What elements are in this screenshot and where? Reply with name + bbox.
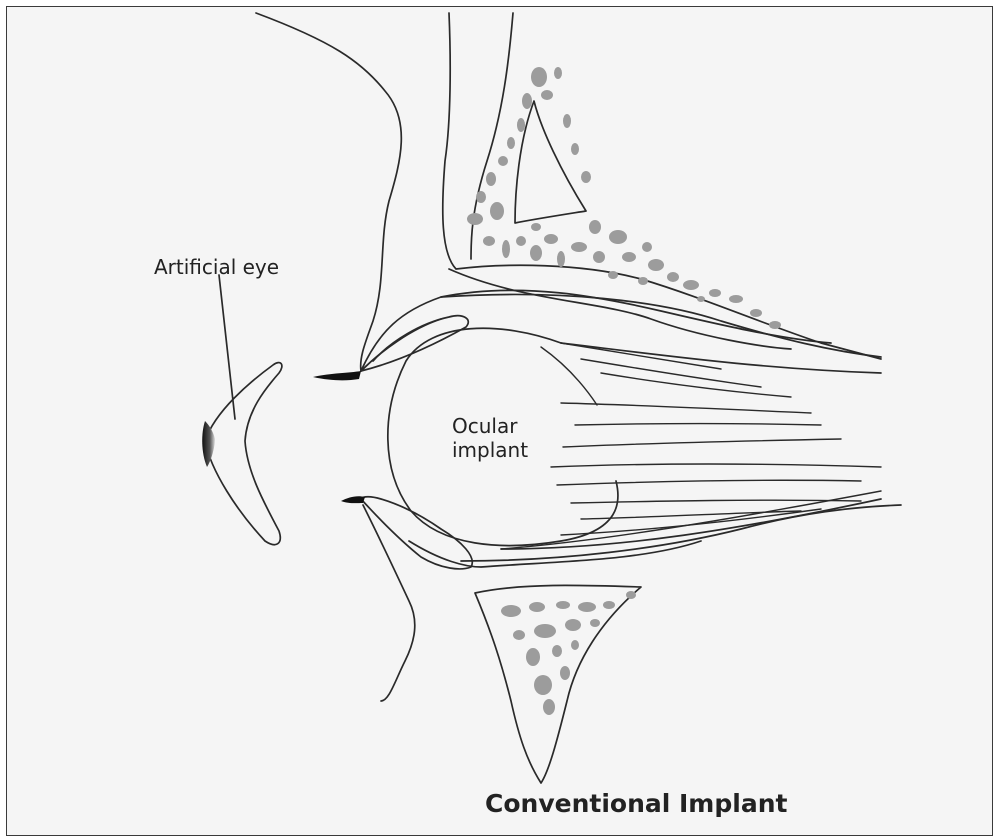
bone-pore	[622, 252, 636, 262]
bone-pore	[522, 93, 532, 109]
bone-pore	[534, 675, 552, 695]
iris-pupil-icon	[202, 421, 215, 467]
bone-pore	[697, 296, 705, 302]
bone-pore	[750, 309, 762, 317]
muscle-fiber	[575, 424, 821, 426]
bone-pore	[544, 234, 558, 244]
bone-pore	[626, 591, 636, 599]
bone-pore	[556, 601, 570, 609]
lower-lash-line	[341, 496, 365, 503]
bone-pore	[709, 289, 721, 297]
muscle-fiber	[563, 439, 841, 447]
bone-pore	[557, 251, 565, 267]
bone-pore	[529, 602, 545, 612]
muscle-fiber	[557, 480, 861, 485]
bone-pore	[513, 630, 525, 640]
bone-pore	[638, 277, 648, 285]
bone-pore	[517, 118, 525, 132]
artificial-eye-label: Artificial eye	[154, 255, 279, 279]
bone-pore	[571, 242, 587, 252]
bone-pore	[729, 295, 743, 303]
bone-pore	[531, 67, 547, 87]
lower-orbit-outline	[409, 541, 701, 567]
bone-pore	[603, 601, 615, 609]
bone-pore	[501, 605, 521, 617]
bone-pore	[769, 321, 781, 329]
bone-pore	[571, 640, 579, 650]
bone-pore	[526, 648, 540, 666]
bone-pore	[530, 245, 542, 261]
muscle-fiber	[551, 464, 881, 467]
bone-pore	[531, 223, 541, 231]
lower-orbital-bone-outline	[475, 585, 641, 783]
upper-eyelid-inner	[361, 290, 831, 371]
bone-pore	[486, 172, 496, 186]
bone-pore	[502, 240, 510, 258]
diagram-frame: Artificial eye Ocular implant Convention…	[6, 6, 993, 836]
bone-pore	[589, 220, 601, 234]
bone-pore	[563, 114, 571, 128]
bone-pore	[543, 699, 555, 715]
upper-lash-line	[313, 371, 361, 380]
muscle-fiber	[601, 373, 791, 397]
muscle-fiber	[561, 403, 811, 413]
bone-pore	[560, 666, 570, 680]
bone-pore	[609, 230, 627, 244]
bone-pore	[554, 67, 562, 79]
bone-pore	[581, 171, 591, 183]
bone-pore	[476, 191, 486, 203]
bone-pore	[498, 156, 508, 166]
bone-pore	[534, 624, 556, 638]
bone-pore	[648, 259, 664, 271]
upper-eyelid-outline	[256, 13, 441, 371]
bone-pore	[467, 213, 483, 225]
artificial-eye-shell	[205, 363, 282, 545]
sinus-cavity	[515, 101, 586, 223]
bone-pore	[565, 619, 581, 631]
bone-pore	[590, 619, 600, 627]
bone-pore	[507, 137, 515, 149]
bone-pore	[571, 143, 579, 155]
upper-tissue-contour	[441, 294, 881, 357]
bone-pore	[667, 272, 679, 282]
bone-pore	[578, 602, 596, 612]
bone-pore	[642, 242, 652, 252]
bone-pore	[483, 236, 495, 246]
ocular-implant-label: Ocular implant	[452, 414, 572, 462]
bone-pore	[516, 236, 526, 246]
bone-pore	[552, 645, 562, 657]
bone-pore	[593, 251, 605, 263]
bone-pore	[490, 202, 504, 220]
artificial-eye-leader-line	[219, 275, 235, 419]
lower-eyelid-outline	[361, 497, 472, 569]
lower-eyelid-skin	[363, 505, 415, 701]
lower-tissue-contour	[461, 505, 901, 561]
muscle-fiber	[541, 347, 597, 405]
muscle-fiber	[561, 343, 721, 369]
figure-caption: Conventional Implant	[485, 789, 787, 818]
bone-pore	[541, 90, 553, 100]
bone-pore	[683, 280, 699, 290]
muscle-fiber	[561, 509, 821, 535]
bone-pore	[608, 271, 618, 279]
